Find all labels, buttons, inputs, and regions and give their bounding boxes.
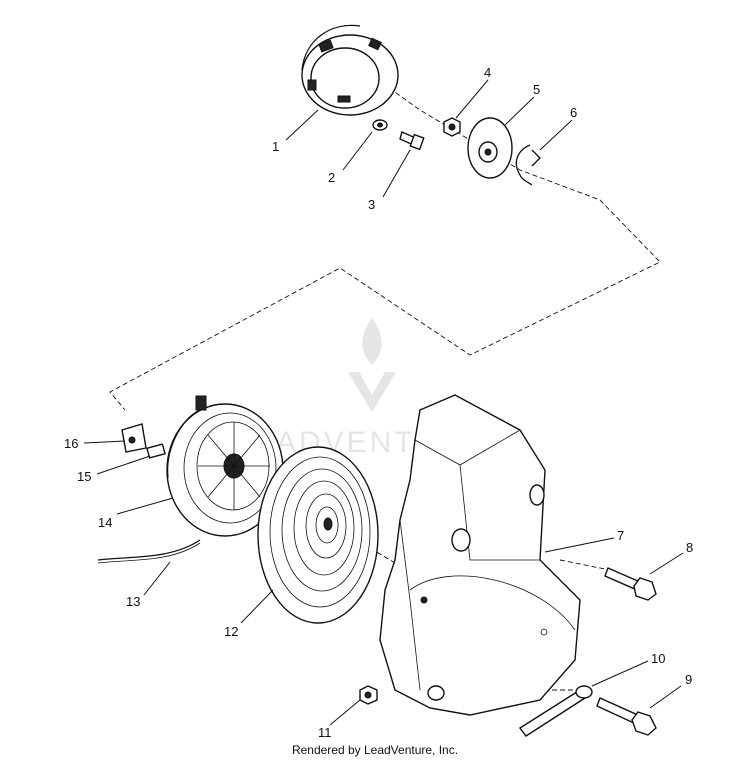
callout-1: 1: [272, 139, 279, 154]
part-6-spring-clip: [515, 144, 541, 186]
part-16-pawl: [121, 423, 147, 453]
part-3-bolt: [399, 131, 425, 151]
callout-15: 15: [77, 469, 91, 484]
callout-5: 5: [533, 82, 540, 97]
leader-lines: [83, 79, 684, 726]
callout-14: 14: [98, 515, 112, 530]
part-14-recoil-reel: [166, 395, 284, 537]
part-1-starter-cup: [301, 24, 399, 116]
part-5-ratchet-disc: [467, 117, 513, 179]
callout-7: 7: [617, 528, 624, 543]
callout-labels: 1 2 3 4 5 6 7 8 9 10 11 12 13 14 15 16: [64, 65, 693, 740]
callout-2: 2: [328, 170, 335, 185]
part-2-washer: [372, 119, 388, 131]
part-15-pin: [146, 443, 166, 459]
callout-3: 3: [368, 197, 375, 212]
part-9-bolt: [596, 697, 657, 736]
part-12-recoil-spring: [257, 446, 379, 624]
callout-9: 9: [685, 672, 692, 687]
callout-4: 4: [484, 65, 491, 80]
callout-8: 8: [686, 540, 693, 555]
part-11-nut: [359, 685, 378, 705]
part-8-bolt: [604, 567, 657, 601]
part-10-bar: [518, 685, 593, 737]
callout-13: 13: [126, 594, 140, 609]
callout-11: 11: [318, 725, 332, 740]
callout-12: 12: [224, 624, 238, 639]
callout-16: 16: [64, 436, 78, 451]
part-4-nut: [443, 117, 461, 137]
footer-credit: Rendered by LeadVenture, Inc.: [291, 743, 459, 757]
callout-6: 6: [570, 105, 577, 120]
callout-10: 10: [651, 651, 665, 666]
part-7-starter-housing: [379, 394, 581, 716]
part-13-starter-rope: [97, 539, 201, 564]
